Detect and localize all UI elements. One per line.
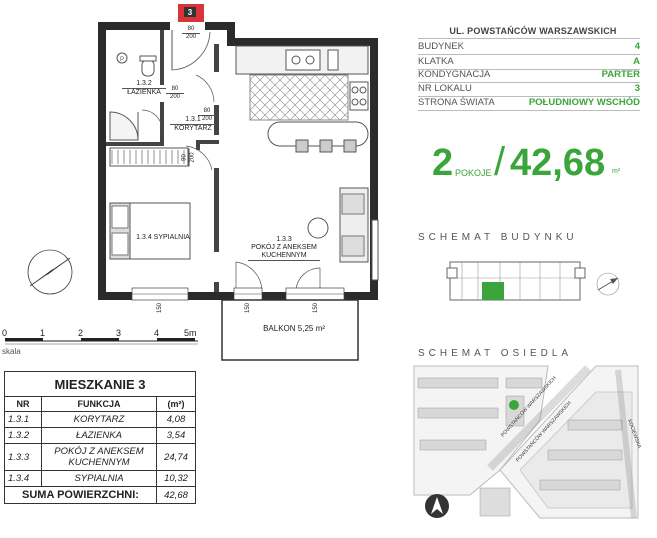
table-title: MIESZKANIE 3 — [4, 371, 196, 397]
area-table: MIESZKANIE 3 NR FUNKCJA (m²) 1.3.1 KORYT… — [4, 371, 196, 504]
area-unit: m² — [612, 168, 621, 175]
bedroom-nr: 1.3.4 — [136, 234, 152, 241]
street-name: UL. POWSTAŃCÓW WARSZAWSKICH — [449, 26, 617, 36]
outer-walls — [98, 22, 378, 300]
living-label: 1.3.3 POKÓJ Z ANEKSEM KUCHENNYM — [248, 236, 320, 261]
info-value: 3 — [634, 83, 640, 94]
header-area: (m²) — [156, 396, 196, 412]
door-dim-1-bottom: 200 — [169, 94, 180, 100]
scale-tick-5: 5m — [184, 328, 197, 338]
table-row: 1.3.4 SYPIALNIA 10,32 — [4, 470, 196, 487]
cell-nr: 1.3.2 — [4, 427, 42, 444]
door-dim-3-top: 90 — [181, 148, 190, 167]
balcony-outline — [221, 299, 359, 361]
area-value: 42,68 — [510, 142, 606, 184]
sum-label: SUMA POWIERZCHNI: — [4, 486, 157, 504]
scale-tick-3: 3 — [116, 328, 122, 338]
scale-tick-0: 0 — [2, 328, 8, 338]
door-dim-1-top: 80 — [166, 86, 184, 94]
bathroom-name: ŁAZIENKA — [122, 88, 166, 97]
estate-compass-icon — [425, 494, 449, 518]
info-value: 4 — [634, 41, 640, 52]
cell-nr: 1.3.1 — [4, 411, 42, 428]
cell-area: 3,54 — [156, 427, 196, 444]
info-row-unit: NR LOKALU 3 — [418, 82, 640, 95]
info-row-orientation: STRONA ŚWIATA POŁUDNIOWY WSCHÓD — [418, 96, 640, 109]
scale-tick-2: 2 — [78, 328, 84, 338]
cell-area: 10,32 — [156, 470, 196, 487]
inner-walls — [106, 30, 219, 292]
living-name: POKÓJ Z ANEKSEM KUCHENNYM — [248, 244, 320, 261]
cell-area: 4,08 — [156, 411, 196, 428]
info-value: A — [633, 56, 640, 67]
corridor-label: 1.3.1 KORYTARZ — [170, 116, 216, 133]
cell-area: 24,74 — [156, 443, 196, 471]
door-dim-3: 90 200 — [181, 148, 197, 167]
window-dim-1: 150 — [157, 303, 163, 314]
cell-function: SYPIALNIA — [41, 470, 157, 487]
table-row: 1.3.3 POKÓJ Z ANEKSEM KUCHENNYM 24,74 — [4, 443, 196, 471]
header-function: FUNKCJA — [41, 396, 157, 412]
info-row-building: BUDYNEK 4 — [418, 40, 640, 53]
cell-nr: 1.3.4 — [4, 470, 42, 487]
compass-icon — [27, 249, 73, 295]
sum-value: 42,68 — [156, 486, 196, 504]
building-compass-icon — [596, 272, 620, 296]
building-scheme-title: SCHEMAT BUDYNKU — [418, 232, 578, 243]
cell-function: ŁAZIENKA — [41, 427, 157, 444]
info-label: KONDYGNACJA — [418, 69, 491, 80]
info-value: PARTER — [601, 69, 640, 80]
info-label: BUDYNEK — [418, 41, 464, 52]
rooms-count: 2 — [432, 142, 454, 184]
info-label: NR LOKALU — [418, 83, 472, 94]
header-nr: NR — [4, 396, 42, 412]
corridor-nr: 1.3.1 — [185, 116, 201, 123]
scale-tick-1: 1 — [40, 328, 46, 338]
info-row-stairwell: KLATKA A — [418, 55, 640, 68]
cell-function: POKÓJ Z ANEKSEM KUCHENNYM — [41, 443, 157, 471]
corridor-name: KORYTARZ — [170, 124, 216, 133]
info-row-floor: KONDYGNACJA PARTER — [418, 68, 640, 81]
table-row: 1.3.2 ŁAZIENKA 3,54 — [4, 427, 196, 444]
info-label: KLATKA — [418, 56, 454, 67]
window-dim-2: 150 — [245, 303, 251, 314]
summary-slash: / — [494, 140, 506, 184]
door-dim-2-top: 80 — [198, 108, 216, 116]
balcony-label: BALKON 5,25 m² — [263, 324, 325, 333]
door-dim-4-top: 80 — [182, 26, 200, 34]
door-dim-1: 80 200 — [166, 86, 184, 101]
door-dim-2: 80 200 — [198, 108, 216, 123]
estate-map — [413, 365, 639, 519]
table-sum-row: SUMA POWIERZCHNI: 42,68 — [4, 486, 196, 504]
scale-tick-4: 4 — [154, 328, 160, 338]
living-nr: 1.3.3 — [276, 236, 292, 243]
cell-function: KORYTARZ — [41, 411, 157, 428]
door-dim-3-bottom: 200 — [189, 152, 196, 163]
estate-scheme-title: SCHEMAT OSIEDLA — [418, 348, 573, 359]
door-dim-4: 80 200 — [182, 26, 200, 41]
building-scheme-diagram — [446, 261, 586, 301]
window-dim-3: 150 — [313, 303, 319, 314]
svg-text:P: P — [120, 57, 124, 63]
door-dim-4-bottom: 200 — [185, 34, 196, 40]
bathroom-label: 1.3.2 ŁAZIENKA — [122, 80, 166, 97]
scale-label: skala — [2, 347, 21, 356]
scale-bar — [5, 338, 198, 345]
door-dim-2-bottom: 200 — [201, 116, 212, 122]
table-header: NR FUNKCJA (m²) — [4, 396, 196, 412]
bedroom-label: 1.3.4 SYPIALNIA — [134, 234, 192, 242]
rooms-word: POKOJE — [455, 168, 492, 178]
table-row: 1.3.1 KORYTARZ 4,08 — [4, 411, 196, 428]
bedroom-name: SYPIALNIA — [153, 234, 190, 241]
bathroom-nr: 1.3.2 — [136, 80, 152, 87]
cell-nr: 1.3.3 — [4, 443, 42, 471]
info-label: STRONA ŚWIATA — [418, 97, 495, 108]
info-value: POŁUDNIOWY WSCHÓD — [528, 97, 640, 108]
entry-marker-number: 3 — [188, 8, 193, 17]
